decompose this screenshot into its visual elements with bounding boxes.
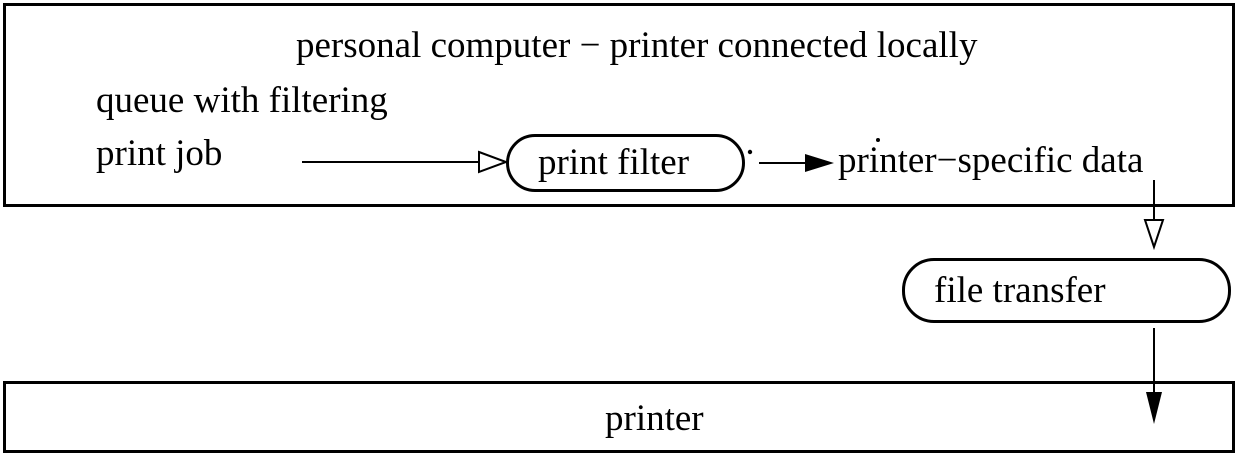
print-filter-node: print filter [506,134,745,192]
printer-specific-data-label: printer−specific data [838,140,1144,181]
printer-label: printer [605,398,704,439]
file-transfer-node: file transfer [902,258,1231,323]
print-filter-label: print filter [538,142,690,183]
pc-box-title: personal computer − printer connected lo… [296,25,978,66]
file-transfer-label: file transfer [934,270,1106,311]
print-job-label: print job [96,133,223,174]
printer-container-box [3,381,1235,453]
open-arrowhead-down-icon [1143,219,1165,251]
queue-with-filtering-label: queue with filtering [96,80,388,121]
